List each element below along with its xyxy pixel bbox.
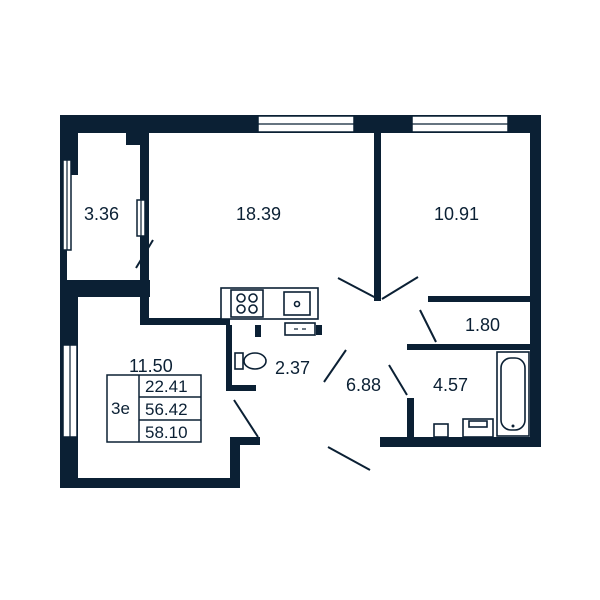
kitchen-counter xyxy=(220,287,319,336)
toilet-area: 2.37 xyxy=(275,358,310,378)
closet-area: 1.80 xyxy=(465,315,500,335)
window-kitchen xyxy=(62,344,78,438)
bedroom-area: 10.91 xyxy=(434,204,479,224)
windows xyxy=(62,115,509,438)
room-labels: 3.36 18.39 10.91 1.80 11.50 2.37 6.88 4.… xyxy=(84,204,500,395)
kitchen-area: 11.50 xyxy=(129,356,173,376)
balcony-area: 3.36 xyxy=(84,204,119,224)
bathtub-icon xyxy=(496,351,530,437)
window-bedroom xyxy=(411,115,509,133)
inner-walls xyxy=(140,133,532,440)
hallway-area: 6.88 xyxy=(346,375,381,395)
window-living xyxy=(257,115,355,133)
total-with-balcony-value: 58.10 xyxy=(145,423,188,442)
washer-icon xyxy=(284,322,316,336)
bathroom-sink-icon xyxy=(462,418,494,438)
bathroom-area: 4.57 xyxy=(433,375,468,395)
window-balcony-door xyxy=(136,199,146,237)
apartment-type: 3e xyxy=(111,399,130,418)
bathroom-cabinet xyxy=(433,423,449,438)
living-area-value: 22.41 xyxy=(145,377,188,396)
sink-icon xyxy=(283,291,311,316)
toilet-icon xyxy=(234,352,267,370)
window-balcony xyxy=(62,159,72,251)
total-area-value: 56.42 xyxy=(145,400,188,419)
door-swings xyxy=(135,239,437,471)
area-summary-table: 3e 22.41 56.42 58.10 xyxy=(106,374,202,443)
living-room-area: 18.39 xyxy=(236,204,281,224)
stove-icon xyxy=(230,289,264,318)
